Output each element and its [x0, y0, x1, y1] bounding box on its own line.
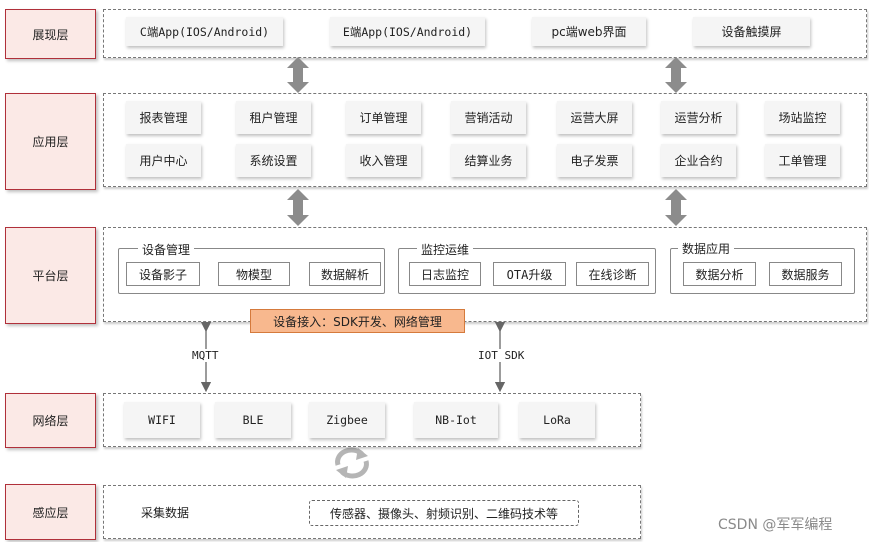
application-item: 运营大屏	[557, 101, 632, 134]
application-item: 报表管理	[126, 101, 201, 134]
network-protocol-item: NB-Iot	[414, 402, 498, 438]
data-analysis-box: 数据分析	[683, 262, 756, 286]
presentation-item-pc-web: pc端web界面	[532, 17, 646, 46]
application-item: 用户中心	[126, 144, 201, 177]
double-arrow-icon	[287, 189, 687, 226]
layer-label-network: 网络层	[5, 393, 96, 448]
online-diagnosis-box: 在线诊断	[576, 262, 649, 286]
device-shadow-box: 设备影子	[126, 262, 200, 286]
application-item: 收入管理	[346, 144, 421, 177]
monitoring-ops-title: 监控运维	[417, 241, 474, 258]
ota-upgrade-box: OTA升级	[493, 262, 566, 286]
network-protocol-item: BLE	[215, 402, 291, 438]
application-item: 企业合约	[661, 144, 736, 177]
network-protocol-item: Zigbee	[309, 402, 385, 438]
application-item: 系统设置	[236, 144, 311, 177]
layer-label-platform: 平台层	[5, 227, 96, 324]
layer-label-sensing: 感应层	[5, 484, 96, 540]
application-item: 营销活动	[451, 101, 526, 134]
data-service-box: 数据服务	[769, 262, 842, 286]
presentation-item-c-app: C端App(IOS/Android)	[126, 17, 283, 46]
application-item: 工单管理	[765, 144, 840, 177]
application-item: 结算业务	[451, 144, 526, 177]
network-protocol-item: LoRa	[519, 402, 595, 438]
network-protocol-item: WIFI	[124, 402, 200, 438]
data-application-title: 数据应用	[678, 240, 735, 257]
presentation-item-e-app: E端App(IOS/Android)	[330, 17, 485, 46]
collect-data-label: 采集数据	[141, 506, 190, 520]
device-management-title: 设备管理	[138, 241, 195, 258]
application-item: 订单管理	[346, 101, 421, 134]
layer-label-application: 应用层	[5, 93, 96, 190]
application-item: 租户管理	[236, 101, 311, 134]
application-item: 场站监控	[765, 101, 840, 134]
log-monitoring-box: 日志监控	[409, 262, 481, 286]
double-arrow-icon	[287, 57, 687, 93]
watermark: CSDN @军军编程	[718, 517, 833, 533]
presentation-item-touchscreen: 设备触摸屏	[693, 17, 810, 46]
application-item: 电子发票	[557, 144, 632, 177]
sync-icon	[335, 447, 369, 479]
data-parsing-box: 数据解析	[309, 262, 381, 286]
iot-sdk-label: IOT SDK	[478, 349, 525, 362]
sensor-technologies-box: 传感器、摄像头、射频识别、二维码技术等	[309, 500, 579, 526]
application-item: 运营分析	[661, 101, 736, 134]
layer-label-presentation: 展现层	[5, 9, 96, 59]
mqtt-label: MQTT	[192, 349, 219, 362]
device-access-box: 设备接入：SDK开发、网络管理	[250, 309, 465, 333]
thing-model-box: 物模型	[218, 262, 290, 286]
